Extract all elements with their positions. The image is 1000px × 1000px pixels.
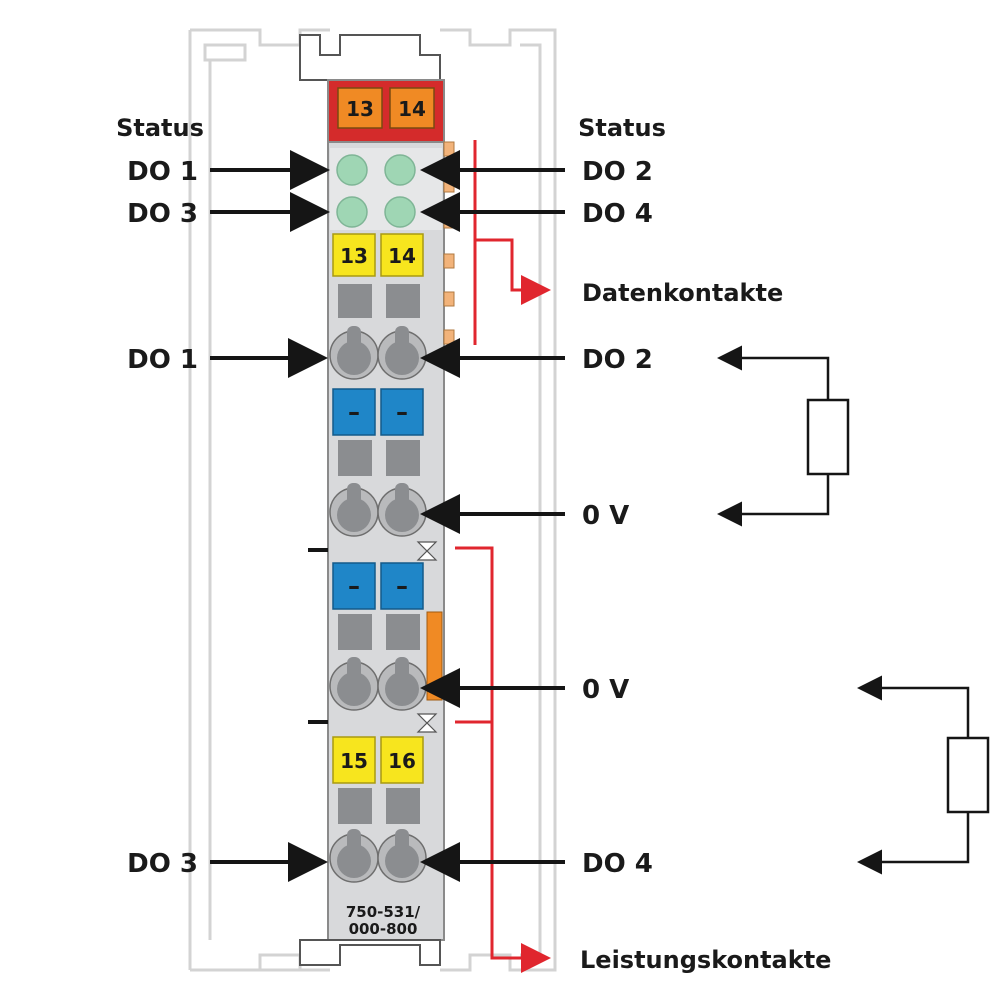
top-marker-13-text: 13 [346, 97, 374, 121]
module-bottom-clip [299, 939, 441, 966]
label-led-do3: DO 3 [127, 199, 198, 229]
right-arrows [420, 150, 565, 882]
release-button [338, 614, 372, 650]
data-contacts-bracket [473, 140, 551, 345]
blue-marker-text: – [396, 398, 408, 426]
yellow-marker-15-text: 15 [340, 749, 368, 773]
terminal-do2 [377, 326, 427, 380]
blue-marker-text: – [348, 572, 360, 600]
terminal-0v-d [377, 657, 427, 711]
load-resistor-1 [806, 398, 850, 476]
top-marker-14 [389, 87, 435, 129]
load-circuit-1 [717, 345, 850, 527]
release-button [386, 284, 420, 318]
release-button [338, 788, 372, 824]
terminal-0v-c [329, 657, 379, 711]
part-number-line1: 750-531/ [346, 903, 421, 921]
terminal-0v-a [329, 483, 379, 537]
io-module: 13 14 13 14 – – [299, 34, 455, 966]
left-arrows [210, 150, 330, 882]
yellow-marker-16-text: 16 [388, 749, 416, 773]
blue-marker-text: – [348, 398, 360, 426]
label-term-do2: DO 2 [582, 345, 653, 375]
label-led-do2: DO 2 [582, 157, 653, 187]
label-data-contacts: Datenkontakte [582, 279, 783, 307]
load-circuit-2 [857, 675, 990, 875]
status-label-right: Status [578, 114, 666, 142]
release-button [386, 788, 420, 824]
yellow-marker-15 [332, 736, 376, 784]
yellow-marker-13-text: 13 [340, 244, 368, 268]
blue-marker [380, 562, 424, 610]
led-do3 [336, 196, 368, 228]
data-contact-tabs [443, 141, 455, 345]
top-marker-14-text: 14 [398, 97, 426, 121]
terminal-do4 [377, 829, 427, 883]
yellow-marker-16 [380, 736, 424, 784]
yellow-marker-14 [380, 233, 424, 277]
release-button [338, 440, 372, 476]
module-top-clip [299, 34, 441, 81]
label-0v-1: 0 V [582, 501, 629, 531]
label-power-contacts: Leistungskontakte [580, 946, 831, 974]
blue-marker-text: – [396, 572, 408, 600]
top-marker-13 [337, 87, 383, 129]
label-led-do1: DO 1 [127, 157, 198, 187]
led-do1 [336, 154, 368, 186]
label-led-do4: DO 4 [582, 199, 653, 229]
release-button [386, 614, 420, 650]
yellow-marker-13 [332, 233, 376, 277]
part-number-line2: 000-800 [349, 920, 418, 938]
load-resistor-2 [946, 736, 990, 814]
power-jumper-contact [416, 541, 438, 561]
yellow-marker-14-text: 14 [388, 244, 416, 268]
led-do4 [384, 196, 416, 228]
label-term-do3: DO 3 [127, 849, 198, 879]
terminal-0v-b [377, 483, 427, 537]
release-button [338, 284, 372, 318]
blue-marker [332, 562, 376, 610]
terminal-do3 [329, 829, 379, 883]
label-term-do4: DO 4 [582, 849, 653, 879]
status-label-left: Status [116, 114, 204, 142]
power-contacts-bracket [455, 546, 551, 973]
label-0v-2: 0 V [582, 675, 629, 705]
label-term-do1: DO 1 [127, 345, 198, 375]
blue-marker [380, 388, 424, 436]
power-jumper-contact [416, 713, 438, 733]
blue-marker [332, 388, 376, 436]
release-button [386, 440, 420, 476]
led-do2 [384, 154, 416, 186]
